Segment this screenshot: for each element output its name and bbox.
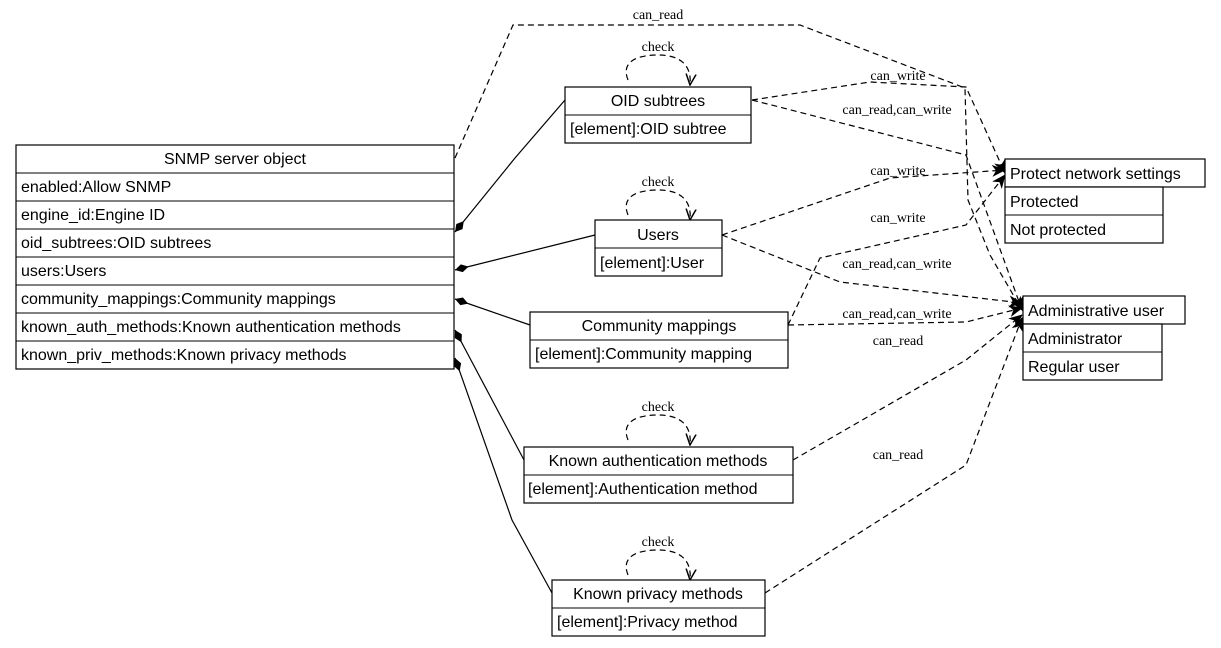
known-auth-methods-node: Known authentication methods [element]:A… <box>523 446 794 504</box>
label-users-admin: can_read,can_write <box>842 257 951 272</box>
community-mappings-title: Community mappings <box>582 318 737 335</box>
known-priv-methods-node: Known privacy methods [element]:Privacy … <box>551 579 766 637</box>
server-field-oid-subtrees: oid_subtrees:OID subtrees <box>21 235 211 252</box>
known-auth-methods-element: [element]:Authentication method <box>528 481 757 498</box>
server-field-community-mappings: community_mappings:Community mappings <box>21 291 336 308</box>
oid-subtrees-title: OID subtrees <box>611 93 705 110</box>
self-label-auth: check <box>642 400 675 415</box>
self-loop-users <box>625 189 690 220</box>
edge-comm-protect <box>787 174 1006 326</box>
label-comm-protect: can_write <box>870 211 925 226</box>
self-label-users: check <box>642 175 675 190</box>
label-users-protect: can_write <box>870 164 925 179</box>
admin-value-administrator: Administrator <box>1028 331 1123 348</box>
label-auth-admin: can_read <box>873 334 924 349</box>
edge-oid-protect <box>751 81 1006 174</box>
admin-value-regular-user: Regular user <box>1028 359 1120 376</box>
self-loop-priv <box>625 549 690 580</box>
oid-subtrees-node: OID subtrees [element]:OID subtree <box>564 86 752 144</box>
composition-edge-users <box>454 234 596 273</box>
self-loop-oid <box>625 54 690 85</box>
composition-edge-priv <box>453 357 553 594</box>
known-priv-methods-title: Known privacy methods <box>573 586 743 603</box>
protect-network-settings-node: Protect network settings Protected Not p… <box>1004 158 1206 244</box>
admin-title: Administrative user <box>1028 303 1165 320</box>
server-field-engine-id: engine_id:Engine ID <box>21 207 165 224</box>
edges <box>453 24 1024 594</box>
users-node: Users [element]:User <box>594 219 723 277</box>
server-field-known-auth-methods: known_auth_methods:Known authentication … <box>21 319 401 336</box>
edge-server-admin <box>454 24 1023 311</box>
oid-subtrees-element: [element]:OID subtree <box>570 121 727 138</box>
server-field-known-priv-methods: known_priv_methods:Known privacy methods <box>21 347 347 364</box>
composition-edge-community <box>454 297 531 326</box>
label-oid-protect: can_write <box>870 69 925 84</box>
server-title: SNMP server object <box>164 151 307 168</box>
self-label-priv: check <box>642 535 675 550</box>
server-field-enabled: enabled:Allow SNMP <box>21 179 171 196</box>
edge-users-admin <box>721 234 1023 308</box>
self-loop-auth <box>625 414 690 445</box>
edge-oid-admin <box>751 99 1024 311</box>
label-server-admin: can_read <box>633 8 684 23</box>
label-oid-admin: can_read,can_write <box>842 103 951 118</box>
known-priv-methods-element: [element]:Privacy method <box>557 614 738 631</box>
community-mappings-node: Community mappings [element]:Community m… <box>529 311 789 369</box>
edge-priv-admin <box>764 317 1023 594</box>
community-mappings-element: [element]:Community mapping <box>535 346 752 363</box>
edge-labels: can_read can_write can_read,can_write ca… <box>633 8 952 550</box>
administrative-user-node: Administrative user Administrator Regula… <box>1022 295 1186 381</box>
label-priv-admin: can_read <box>873 448 924 463</box>
users-element: [element]:User <box>600 255 705 272</box>
edge-users-protect <box>721 164 1006 236</box>
label-comm-admin: can_read,can_write <box>842 307 951 322</box>
snmp-server-object-node: SNMP server object enabled:Allow SNMP en… <box>15 144 455 370</box>
protect-value-protected: Protected <box>1010 194 1078 211</box>
self-label-oid: check <box>642 40 675 55</box>
composition-edge-auth <box>454 329 525 461</box>
composition-edge-oid <box>454 99 566 233</box>
known-auth-methods-title: Known authentication methods <box>549 453 768 470</box>
protect-value-not-protected: Not protected <box>1010 222 1106 239</box>
users-title: Users <box>637 227 679 244</box>
protect-title: Protect network settings <box>1010 166 1181 183</box>
server-field-users: users:Users <box>21 263 106 280</box>
